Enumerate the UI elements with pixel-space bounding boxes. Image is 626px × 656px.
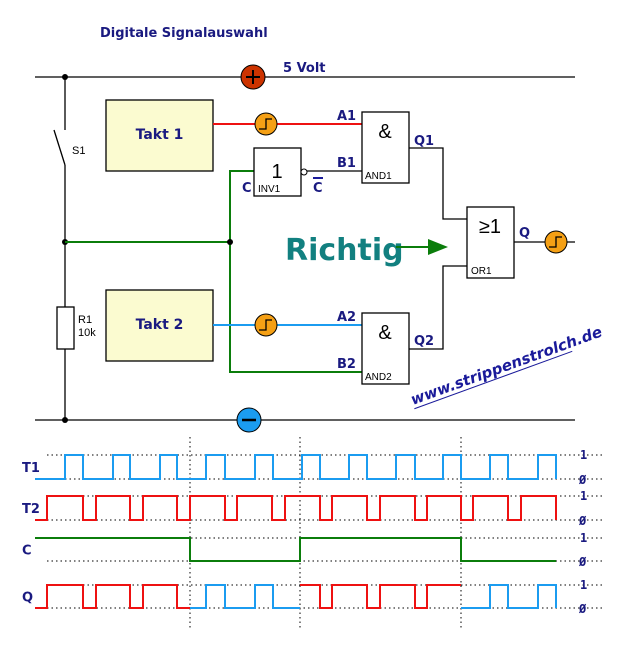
voltage-label: 5 Volt: [283, 61, 326, 76]
switch-label: S1: [72, 145, 85, 157]
trace-label: C: [22, 544, 32, 559]
level-low-label: Ø: [578, 514, 587, 528]
signal-c-bar-label: C: [313, 181, 323, 196]
wire-q1: [409, 147, 467, 220]
resistor-name: R1: [78, 314, 92, 326]
probe-output: [544, 230, 568, 254]
resistor-value: 10k: [78, 327, 96, 339]
trace-label: T2: [22, 502, 40, 517]
minus-terminal: [236, 407, 262, 433]
signal-a1-label: A1: [337, 109, 356, 124]
waveform-q: [35, 584, 190, 609]
level-high-label: 1: [580, 578, 587, 592]
waveform-t2: [35, 495, 557, 521]
waveform-q: [461, 584, 557, 609]
level-high-label: 1: [580, 489, 587, 503]
clock-2-label: Takt 2: [136, 317, 184, 333]
level-low-label: Ø: [578, 602, 587, 616]
waveform-q: [190, 584, 300, 609]
plus-terminal: [240, 64, 266, 90]
or-gate: [466, 206, 515, 279]
junction: [62, 417, 68, 423]
probe-takt1: [254, 112, 278, 136]
square-wave-icon: [259, 319, 272, 331]
signal-q-label: Q: [519, 226, 530, 241]
control-wire-b2: [229, 170, 362, 373]
inverter-name: INV1: [258, 184, 281, 195]
signal-c-label: C: [242, 181, 252, 196]
clock-1-label: Takt 1: [136, 127, 184, 143]
signal-b1-label: B1: [337, 156, 356, 171]
or-symbol: ≥1: [479, 216, 501, 238]
signal-q2-label: Q2: [414, 334, 434, 349]
url-underline: [414, 350, 573, 410]
level-low-label: Ø: [578, 555, 587, 569]
square-wave-icon: [259, 118, 272, 130]
trace-label: Q: [22, 591, 33, 606]
level-high-label: 1: [580, 448, 587, 462]
waveform-t1: [35, 454, 557, 480]
wire-q2: [409, 265, 467, 350]
and-2-name: AND2: [365, 372, 392, 383]
or-name: OR1: [471, 266, 492, 277]
website-url[interactable]: www.strippenstrolch.de: [408, 323, 605, 410]
trace-label: T1: [22, 461, 40, 476]
clock-1-box: [105, 99, 214, 172]
signal-q1-label: Q1: [414, 134, 434, 149]
junction: [227, 239, 233, 245]
annotation-richtig: Richtig: [285, 233, 404, 268]
probe-takt2: [254, 313, 278, 337]
square-wave-icon: [549, 236, 562, 248]
diagram-title: Digitale Signalauswahl: [100, 26, 268, 41]
and-2-symbol: &: [378, 322, 392, 344]
level-low-label: Ø: [578, 473, 587, 487]
switch-s1[interactable]: [53, 129, 66, 166]
junction: [62, 74, 68, 80]
inversion-bubble: [300, 168, 308, 176]
level-high-label: 1: [580, 531, 587, 545]
and-1-symbol: &: [378, 121, 392, 143]
resistor-r1: [56, 306, 75, 350]
waveform-q: [300, 584, 461, 609]
and-gate-1: [361, 111, 410, 184]
url-text[interactable]: www.strippenstrolch.de: [408, 323, 604, 409]
signal-a2-label: A2: [337, 310, 356, 325]
signal-b2-label: B2: [337, 357, 356, 372]
and-1-name: AND1: [365, 171, 392, 182]
waveform-c: [35, 537, 556, 562]
inverter-symbol: 1: [271, 161, 282, 183]
